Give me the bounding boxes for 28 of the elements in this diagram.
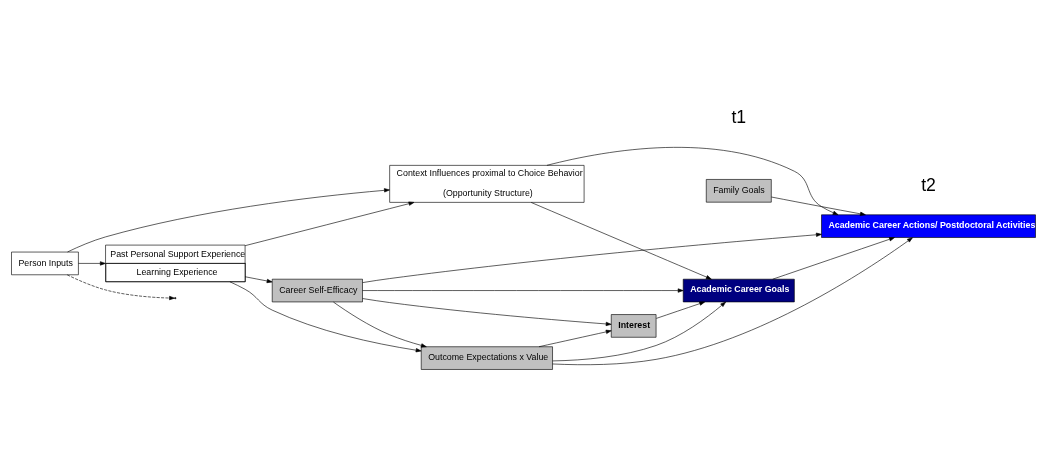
node-box: Academic Career Actions/ Postdoctoral Activities: [821, 214, 1036, 238]
label: t1: [731, 106, 747, 127]
arrow: [362, 287, 684, 293]
arrow: [530, 201, 712, 279]
node-box: Context Influences proximal to Choice Behavior (Opportunity Structure): [389, 164, 585, 203]
arrow: [771, 196, 866, 216]
arrow: [552, 236, 913, 365]
arrow: [66, 274, 175, 300]
arrow: [333, 301, 427, 347]
arrow: [362, 297, 612, 326]
node-box: Outcome Expectations x Value: [420, 345, 553, 370]
arrow: [244, 201, 415, 246]
arrow: [546, 146, 839, 215]
node-box: Academic Career Goals: [682, 278, 795, 302]
label: t2: [921, 174, 936, 195]
arrow: [552, 301, 726, 361]
arrow: [229, 281, 422, 352]
arrow: [67, 187, 390, 252]
arrow: [656, 301, 705, 319]
arrow: [362, 232, 822, 283]
node-box: Person Inputs: [11, 251, 79, 275]
node-box: Interest: [610, 313, 657, 338]
node-box: Family Goals: [705, 178, 772, 202]
arrow: [244, 275, 273, 283]
arrow: [772, 236, 895, 279]
node-box: Career Self-Efficacy: [271, 278, 363, 302]
arrow: [78, 260, 106, 265]
arrow: [538, 329, 612, 347]
